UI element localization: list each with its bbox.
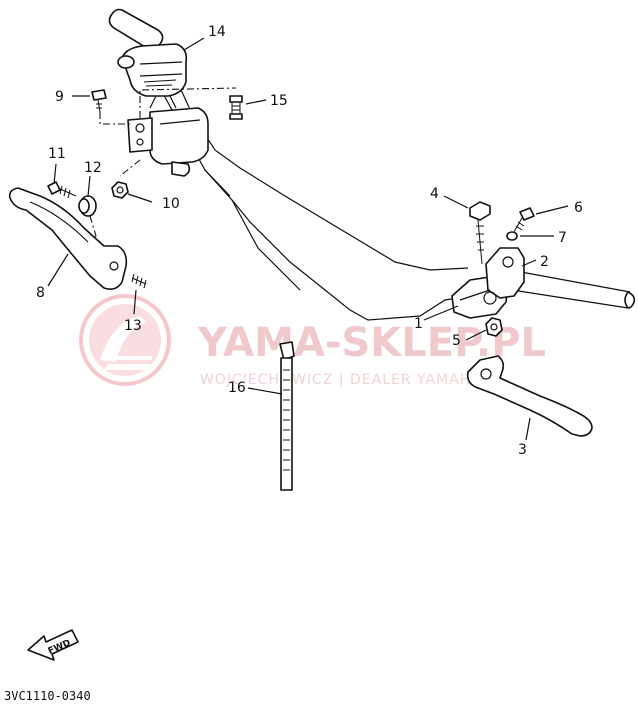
right-lever-holder [451,247,525,319]
watermark-subtitle: WOJCIECHOWICZ | DEALER YAMAHA [200,372,482,388]
callout-6: 6 [574,200,583,216]
callout-1: 1 [414,316,423,332]
nut-10 [111,181,129,199]
left-holder-block [119,87,237,177]
washer-7 [506,231,518,241]
screw-13 [131,273,147,289]
callout-4: 4 [430,186,439,202]
watermark-logo [79,294,171,386]
screw-6 [513,207,535,233]
bolt-4 [469,201,491,265]
diagram-code: 3VC1110-0340 [4,689,91,703]
callouts: 14 9 15 10 11 12 8 13 4 6 7 2 1 5 3 16 [36,24,583,458]
screw-15 [229,95,243,120]
handlebar [108,8,636,321]
callout-16: 16 [228,380,246,396]
callout-3: 3 [518,442,527,458]
callout-9: 9 [55,89,64,105]
brake-lever-3 [466,355,593,437]
bolt-11 [47,181,77,199]
callout-10: 10 [162,196,180,212]
callout-5: 5 [452,333,461,349]
callout-11: 11 [48,146,66,162]
callout-15: 15 [270,93,288,109]
nut-5 [485,317,503,337]
cable-tie-16 [279,341,295,491]
leader-lines [47,37,569,441]
clutch-lever-8 [8,187,128,290]
fwd-direction-arrow: FWD [27,629,79,661]
callout-2: 2 [540,254,549,270]
throttle-housing [117,43,188,109]
callout-14: 14 [208,24,226,40]
callout-13: 13 [124,318,142,334]
callout-8: 8 [36,285,45,301]
bolt-9 [91,89,130,125]
callout-7: 7 [558,230,567,246]
callout-12: 12 [84,160,102,176]
